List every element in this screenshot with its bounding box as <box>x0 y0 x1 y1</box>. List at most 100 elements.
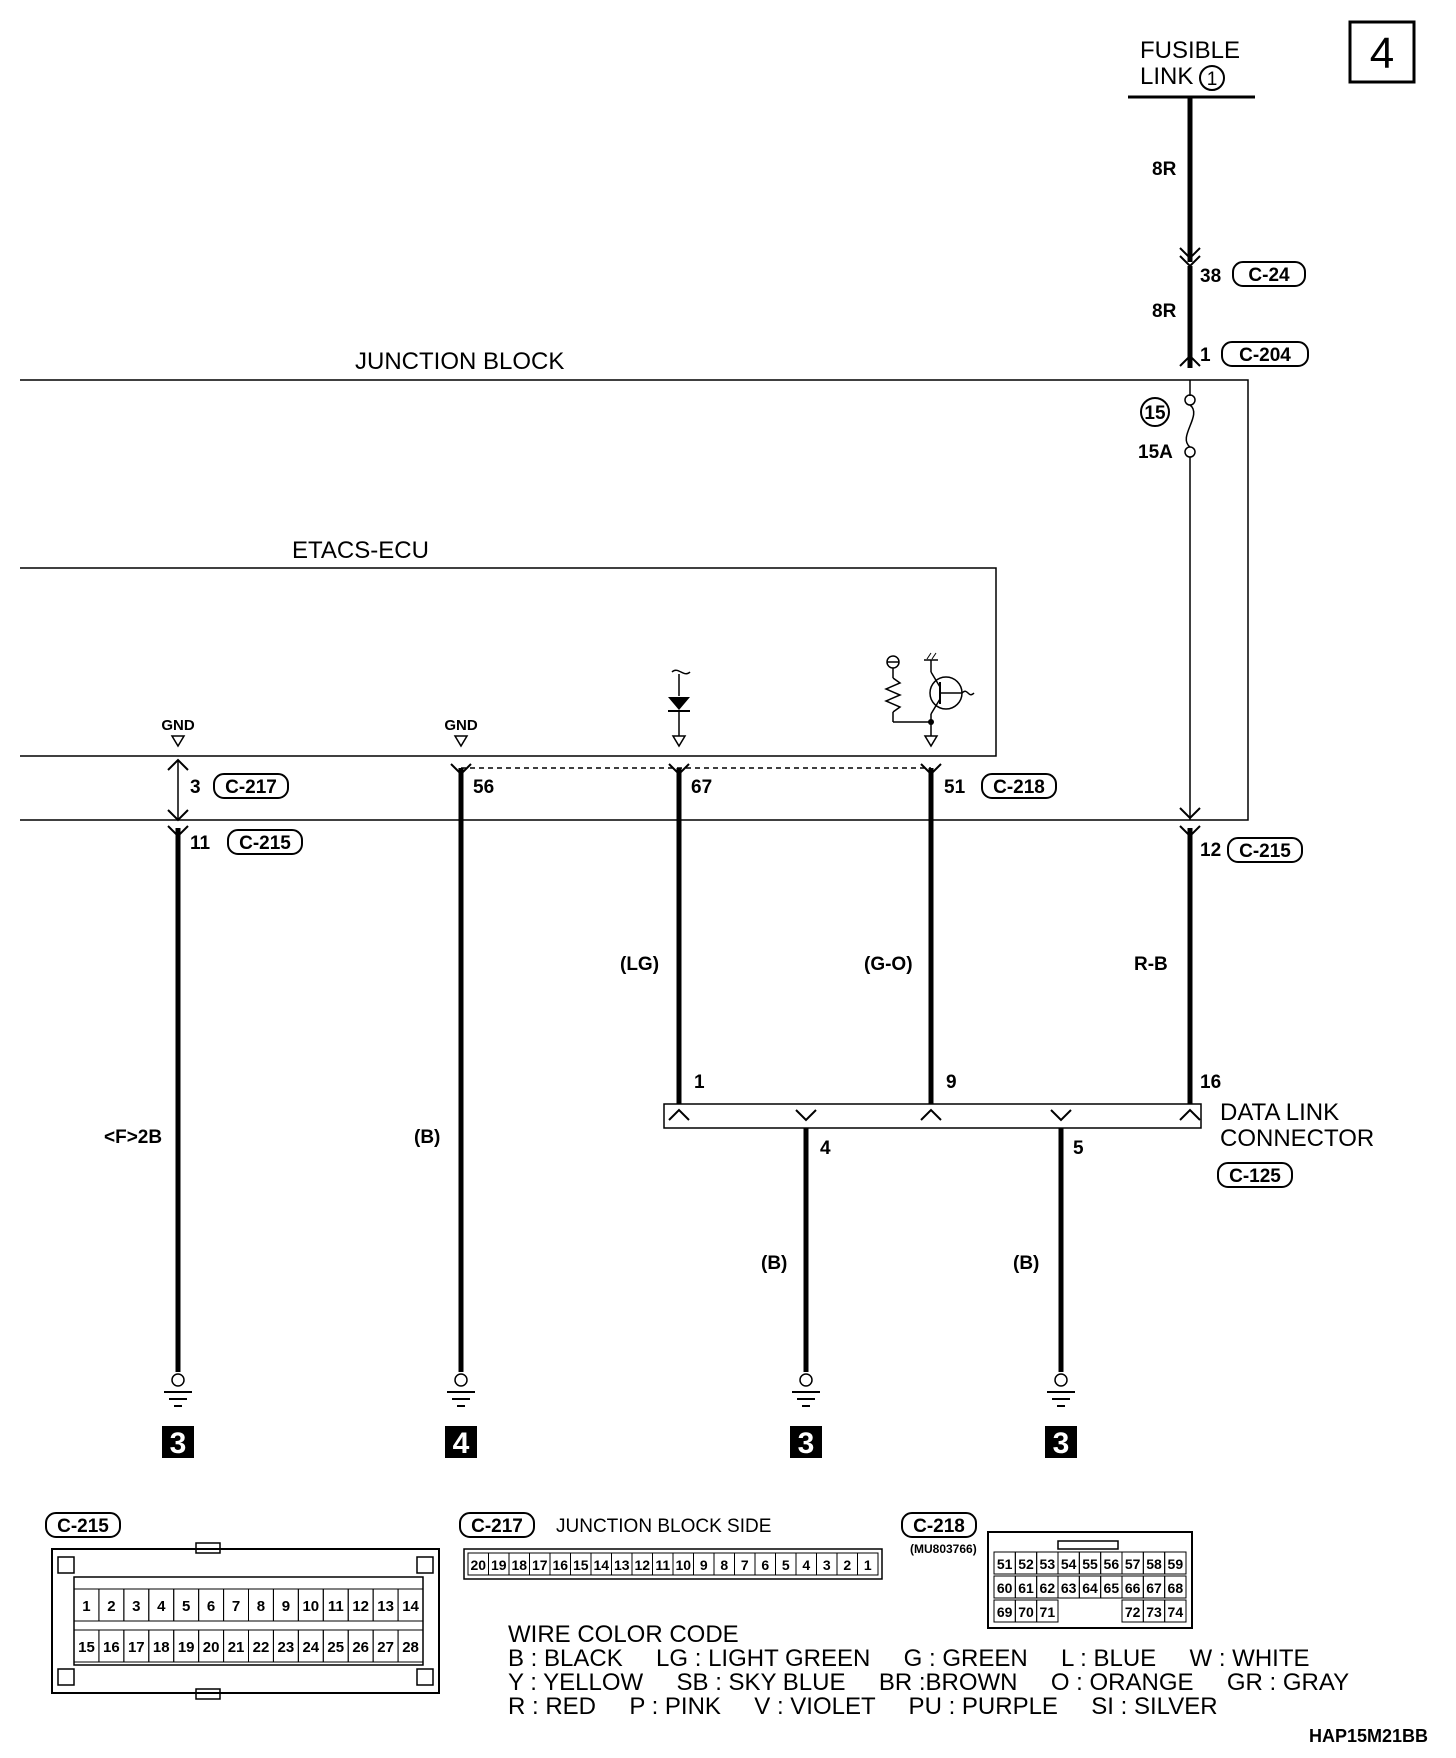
wire-label-g-o: (G-O) <box>864 954 913 975</box>
pin-38: 38 <box>1200 266 1221 287</box>
c218-cell-label: 54 <box>1061 1556 1077 1572</box>
c218-cell-label: 60 <box>997 1580 1013 1596</box>
resistor-icon <box>884 677 902 713</box>
gnd-triangle-mid <box>453 735 469 748</box>
c215-cell-label: 28 <box>402 1639 419 1656</box>
c215-cell-label: 2 <box>107 1598 115 1615</box>
c215-cell-label: 6 <box>207 1598 215 1615</box>
ground-number-badge <box>445 1426 477 1458</box>
diode-input-mark <box>671 669 691 675</box>
fuse-number: 15 <box>1144 403 1166 424</box>
pin-3: 3 <box>190 777 201 798</box>
legend-c217-label: C-217 <box>471 1516 523 1537</box>
ground-number: 4 <box>453 1427 470 1460</box>
c218-cell-label: 56 <box>1104 1556 1120 1572</box>
c217-housing <box>463 1548 883 1580</box>
etacs-ecu-outline <box>20 567 997 757</box>
ground-point: 4 <box>445 1373 477 1460</box>
ground-number-badge <box>1045 1426 1077 1458</box>
c218-cell-label: 72 <box>1125 1604 1141 1620</box>
c215-cell-label: 11 <box>328 1598 344 1615</box>
connector-c24-label: C-24 <box>1248 265 1290 286</box>
ground-terminal <box>171 1373 185 1387</box>
c215-cell-label: 24 <box>302 1639 319 1656</box>
wire-label-b-dlc4: (B) <box>761 1253 787 1274</box>
c215-cell-label: 5 <box>182 1598 190 1615</box>
c218-cell-label: 59 <box>1168 1556 1184 1572</box>
fusible-link-label-1: FUSIBLE <box>1140 37 1240 64</box>
fuse-terminal-bottom <box>1184 446 1196 458</box>
c215-cell-label: 16 <box>103 1639 120 1656</box>
legend-c218-box <box>901 1512 977 1538</box>
pin-1-c204: 1 <box>1200 345 1211 366</box>
c217-cell-label: 17 <box>532 1557 548 1573</box>
wire-color-code-line-1: B : BLACK LG : LIGHT GREEN G : GREEN L :… <box>508 1645 1310 1672</box>
c215-cell-label: 21 <box>228 1639 245 1656</box>
ground-number: 3 <box>170 1427 187 1460</box>
pin-12: 12 <box>1200 840 1221 861</box>
legend-c217-box <box>459 1512 535 1538</box>
connector-c215b-label: C-215 <box>1239 841 1291 862</box>
c217-cell-label: 1 <box>864 1557 872 1573</box>
c218-cell-label: 58 <box>1146 1556 1162 1572</box>
connector-c218-box <box>981 773 1057 799</box>
wire-label-8r-lower: 8R <box>1152 301 1177 322</box>
emitter-ground-hatch-1 <box>926 652 932 660</box>
c218-key <box>1057 1540 1119 1550</box>
connector-c24-box <box>1232 261 1306 287</box>
connector-c215-label: C-215 <box>239 833 291 854</box>
connector-c24-mark-a <box>1179 247 1201 260</box>
c215-cell-label: 26 <box>352 1639 369 1656</box>
diode-icon <box>668 697 690 710</box>
c217-cell-label: 9 <box>700 1557 708 1573</box>
c217-cell-label: 5 <box>782 1557 790 1573</box>
c215-cell-label: 17 <box>128 1639 145 1656</box>
diode-output-triangle <box>671 735 687 748</box>
dlc-pin-5: 5 <box>1073 1138 1084 1159</box>
c215-cell-label: 9 <box>282 1598 290 1615</box>
ground-number: 3 <box>1053 1427 1070 1460</box>
connector-c217-label: C-217 <box>225 777 277 798</box>
pin3-arrow-down <box>167 809 189 822</box>
c218-cell-label: 66 <box>1125 1580 1141 1596</box>
c217-cell-label: 3 <box>823 1557 831 1573</box>
c217-cell-label: 19 <box>491 1557 507 1573</box>
dlc-pin-9: 9 <box>946 1072 957 1093</box>
c218-cell-label: 53 <box>1040 1556 1056 1572</box>
transistor-emitter-lead <box>930 671 941 688</box>
internal-arrow-12 <box>1179 807 1201 820</box>
dlc-pin-4: 4 <box>820 1138 831 1159</box>
c217-cell <box>857 1552 879 1576</box>
dlc-label-1: DATA LINK <box>1220 1099 1339 1126</box>
emitter-ground-hatch-2 <box>931 652 937 660</box>
c218-cell-label: 71 <box>1040 1604 1056 1620</box>
transistor-output-triangle <box>923 735 939 748</box>
c217-cell-label: 18 <box>511 1557 527 1573</box>
fuse-number-circle <box>1140 397 1170 427</box>
ground-points: 3 4 3 3 <box>162 1373 1077 1460</box>
gnd-triangle-left <box>170 735 186 748</box>
fusible-link-circle <box>1199 65 1225 91</box>
c218-cell-label: 67 <box>1146 1580 1162 1596</box>
connector-c204-mark <box>1179 354 1201 367</box>
ground-point: 3 <box>790 1373 822 1460</box>
ground-terminal <box>1054 1373 1068 1387</box>
c215-cell <box>397 1588 424 1622</box>
c215-cell-label: 10 <box>302 1598 319 1615</box>
c218-cell-label: 68 <box>1168 1580 1184 1596</box>
dlc-label-2: CONNECTOR <box>1220 1125 1374 1152</box>
connector-c125-label: C-125 <box>1229 1166 1281 1187</box>
c215-cell-label: 25 <box>327 1639 344 1656</box>
legend-c217-side: JUNCTION BLOCK SIDE <box>556 1516 771 1537</box>
page-number: 4 <box>1370 29 1394 78</box>
dlc-pin-16: 16 <box>1200 1072 1221 1093</box>
c217-cell-label: 2 <box>843 1557 851 1573</box>
c217-cell-label: 13 <box>614 1557 630 1573</box>
c215-key-top <box>195 1542 221 1554</box>
ground-terminal <box>799 1373 813 1387</box>
legend-c215-label: C-215 <box>57 1516 109 1537</box>
wire-label-f2b: <F>2B <box>104 1127 162 1148</box>
